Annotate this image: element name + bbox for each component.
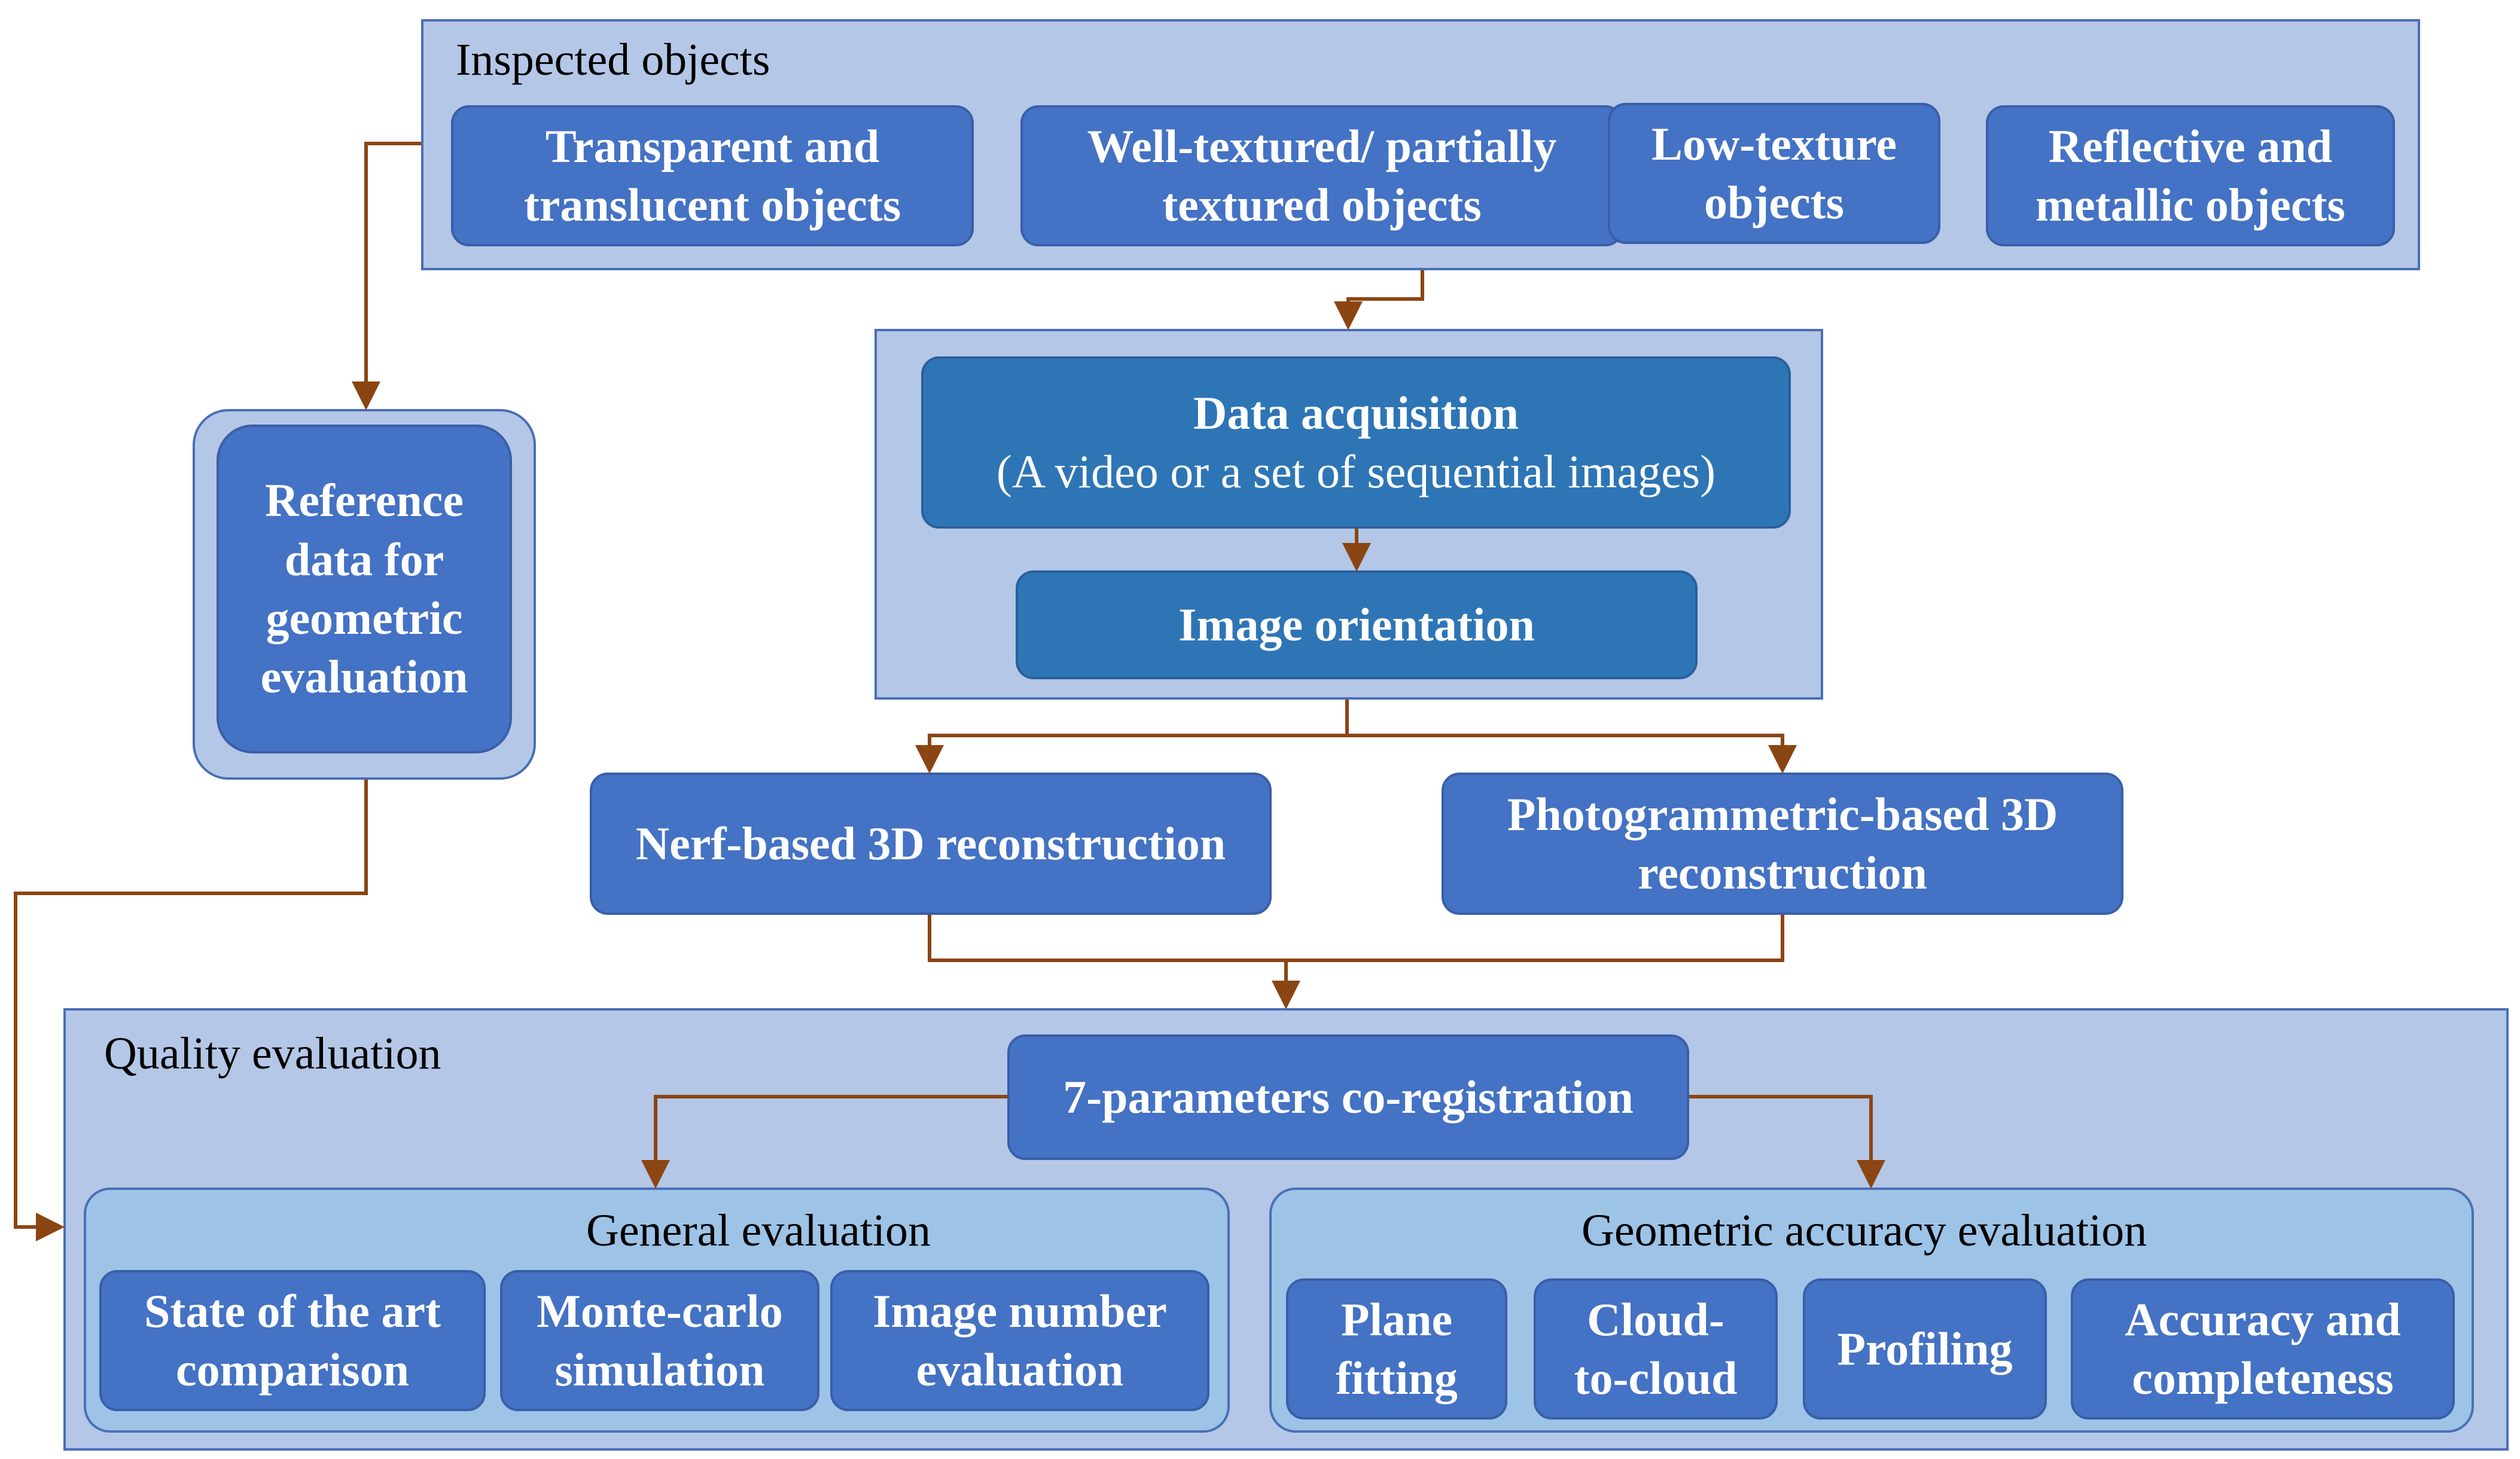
transparent-objects-box: Transparent and translucent objects — [451, 105, 974, 246]
reflective-objects-box: Reflective and metallic objects — [1986, 105, 2395, 246]
nerf-reconstruction-box: Nerf-based 3D reconstruction — [590, 773, 1272, 915]
profiling-box: Profiling — [1803, 1278, 2047, 1420]
quality-evaluation-title: Quality evaluation — [104, 1028, 441, 1079]
arrow-to-photogrammetric — [1347, 734, 1797, 774]
arrow-nerf-to-merge — [928, 915, 1784, 962]
well-textured-objects-box: Well-textured/ partially textured object… — [1020, 105, 1623, 246]
reference-data-box: Reference data for geometric evaluation — [217, 425, 512, 753]
low-texture-objects-box: Low-texture objects — [1608, 103, 1940, 244]
arrow-to-nerf — [915, 734, 1347, 774]
monte-carlo-box: Monte-carlo simulation — [500, 1270, 819, 1411]
data-acquisition-title: Data acquisition — [1193, 386, 1519, 439]
cloud-to-cloud-box: Cloud- to-cloud — [1534, 1278, 1778, 1420]
geometric-evaluation-title: Geometric accuracy evaluation — [1582, 1205, 2147, 1256]
image-orientation-box: Image orientation — [1016, 570, 1698, 679]
data-acquisition-subtitle: (A video or a set of sequential images) — [996, 445, 1716, 497]
image-number-box: Image number evaluation — [830, 1270, 1209, 1411]
photogrammetric-reconstruction-box: Photogrammetric-based 3D reconstruction — [1442, 773, 2123, 915]
state-of-the-art-box: State of the art comparison — [99, 1270, 486, 1411]
data-acquisition-box: Data acquisition (A video or a set of se… — [921, 356, 1791, 529]
arrow-inspected-to-reference — [352, 142, 421, 410]
plane-fitting-box: Plane fitting — [1286, 1278, 1507, 1420]
inspected-objects-title: Inspected objects — [456, 35, 770, 85]
coregistration-box: 7-parameters co-registration — [1007, 1034, 1689, 1160]
general-evaluation-title: General evaluation — [586, 1205, 931, 1256]
accuracy-completeness-box: Accuracy and completeness — [2071, 1278, 2455, 1420]
arrow-inspected-to-acquisition — [1334, 270, 1424, 330]
